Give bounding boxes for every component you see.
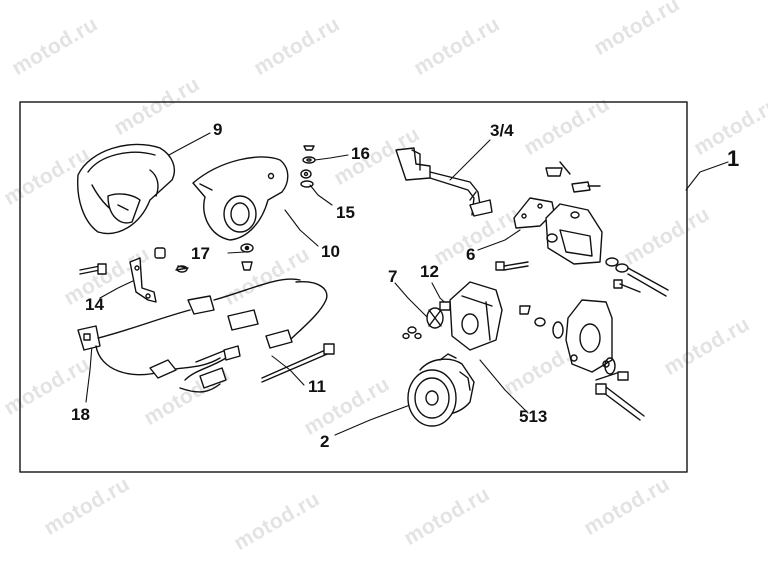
- callout-7: 7: [388, 267, 398, 286]
- callout-17: 17: [191, 244, 210, 263]
- callout-9: 9: [213, 120, 223, 139]
- callout-513: 513: [519, 407, 548, 426]
- callout-14: 14: [85, 295, 104, 314]
- visor-cover-part: [192, 156, 289, 241]
- callout-15: 15: [336, 203, 355, 222]
- callout-18: 18: [71, 405, 90, 424]
- callout-12: 12: [420, 262, 439, 281]
- callout-2: 2: [320, 432, 330, 451]
- wiring-harness-part: [77, 278, 328, 393]
- fog-lamp-part: [407, 353, 475, 427]
- bracket-assembly-part: [513, 161, 669, 297]
- callout-10: 10: [321, 242, 340, 261]
- callout-3-4: 3/4: [490, 121, 514, 140]
- callout-6: 6: [466, 245, 476, 264]
- kit-frame: [19, 101, 688, 473]
- cable-tie-part: [261, 343, 335, 383]
- small-hardware-parts: [154, 243, 254, 273]
- visor-shell-part: [76, 143, 176, 235]
- support-bracket-part: [395, 147, 493, 217]
- callout-11: 11: [308, 377, 326, 396]
- pivot-housing-part: [565, 299, 645, 421]
- screw-washer-parts: [300, 145, 316, 188]
- callout-1: 1: [727, 146, 740, 171]
- mount-bracket-part: [79, 257, 157, 303]
- mount-block-part: [449, 261, 564, 351]
- nut-and-washer-part: [402, 301, 451, 340]
- callout-16: 16: [351, 144, 370, 163]
